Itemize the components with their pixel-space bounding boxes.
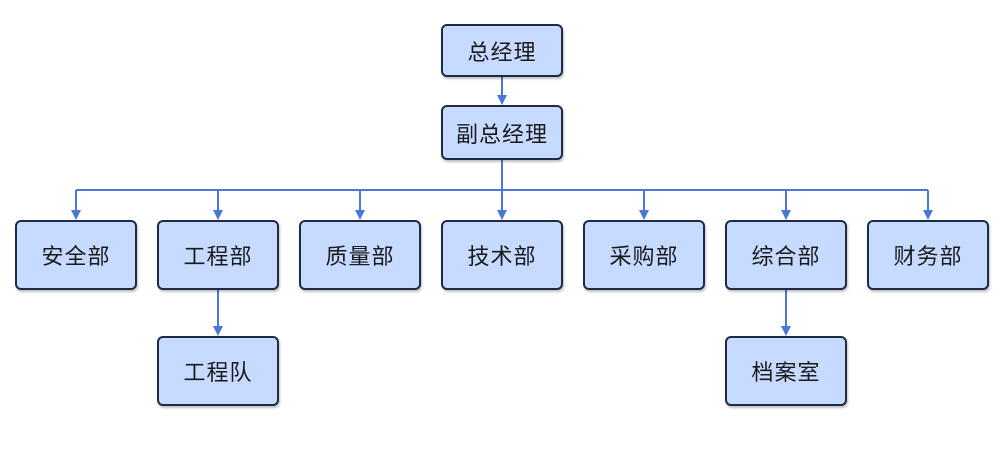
node-general-affairs-department: 综合部	[725, 220, 847, 290]
node-engineering-department: 工程部	[157, 220, 279, 290]
node-technology-department: 技术部	[441, 220, 563, 290]
node-engineering-team: 工程队	[157, 336, 279, 406]
node-procurement-department: 采购部	[583, 220, 705, 290]
node-general-manager: 总经理	[441, 24, 563, 77]
node-archives-room: 档案室	[725, 336, 847, 406]
node-safety-department: 安全部	[15, 220, 137, 290]
node-quality-department: 质量部	[299, 220, 421, 290]
node-deputy-general-manager: 副总经理	[441, 105, 563, 160]
node-finance-department: 财务部	[867, 220, 989, 290]
